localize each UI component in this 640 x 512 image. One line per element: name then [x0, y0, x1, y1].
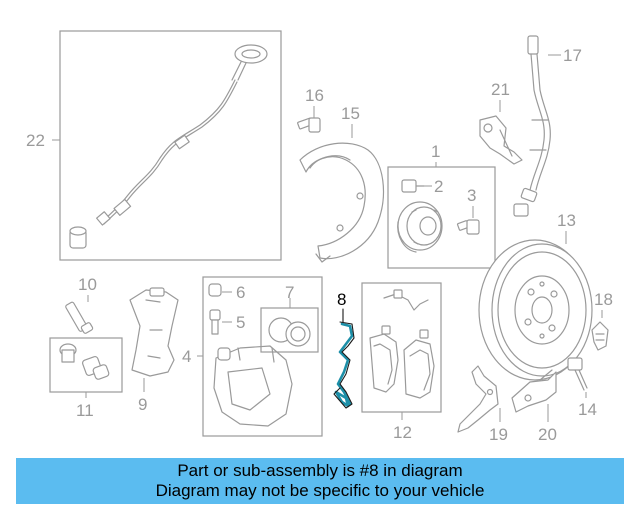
part-22-speed-sensor	[69, 44, 268, 249]
callout-18: 18	[594, 290, 613, 309]
callout-3: 3	[467, 186, 476, 205]
callout-5: 5	[236, 313, 245, 332]
part-4-caliper	[213, 345, 293, 427]
part-19-bracket	[457, 365, 499, 433]
part-14-bolt	[567, 357, 588, 391]
banner-line-2: Diagram may not be specific to your vehi…	[155, 481, 485, 500]
part-9-caliper-bracket	[129, 287, 179, 377]
banner-line-1: Part or sub-assembly is #8 in diagram	[177, 461, 463, 480]
callout-6: 6	[236, 283, 245, 302]
callout-21: 21	[491, 80, 510, 99]
part-11-boot-kit	[59, 343, 110, 380]
callout-13: 13	[557, 211, 576, 230]
part-21-bracket	[479, 115, 523, 165]
part-10-guide-pin	[65, 301, 94, 334]
part-22-frame	[59, 30, 282, 261]
callout-11: 11	[76, 401, 94, 420]
callout-22: 22	[26, 131, 45, 150]
part-13-brake-rotor	[478, 239, 593, 381]
callout-2: 2	[434, 177, 443, 196]
callout-9: 9	[138, 395, 147, 414]
part-18-clip	[591, 321, 609, 351]
callout-14: 14	[578, 400, 597, 419]
part-1-hub	[397, 201, 443, 253]
callout-15: 15	[341, 104, 360, 123]
callout-7: 7	[285, 283, 294, 302]
part-8-anti-rattle-clip	[333, 321, 355, 409]
callout-16: 16	[305, 86, 324, 105]
callout-4: 4	[182, 347, 191, 366]
part-5-bleeder-screw	[209, 309, 221, 335]
callout-10: 10	[78, 275, 97, 294]
part-20-bracket	[511, 369, 557, 413]
part-7-piston-seal	[268, 317, 311, 347]
brake-parts-diagram: 22 16 15 1 2 3 17	[26, 30, 613, 444]
part-6-bleeder-cap	[208, 283, 222, 297]
callout-1: 1	[431, 142, 440, 161]
callout-20: 20	[538, 425, 557, 444]
part-12-brake-pads	[369, 289, 435, 399]
callout-8: 8	[337, 290, 346, 309]
callout-17: 17	[563, 46, 582, 65]
part-3-bolt	[456, 219, 480, 235]
callout-12: 12	[393, 423, 412, 442]
callout-19: 19	[489, 425, 508, 444]
part-2-bolt	[401, 179, 425, 193]
part-15-splash-shield	[299, 142, 385, 263]
part-1-frame	[387, 166, 496, 269]
part-16-bolt	[297, 117, 321, 133]
info-banner: Part or sub-assembly is #8 in diagram Di…	[16, 458, 624, 504]
part-17-brake-hose	[513, 35, 551, 217]
